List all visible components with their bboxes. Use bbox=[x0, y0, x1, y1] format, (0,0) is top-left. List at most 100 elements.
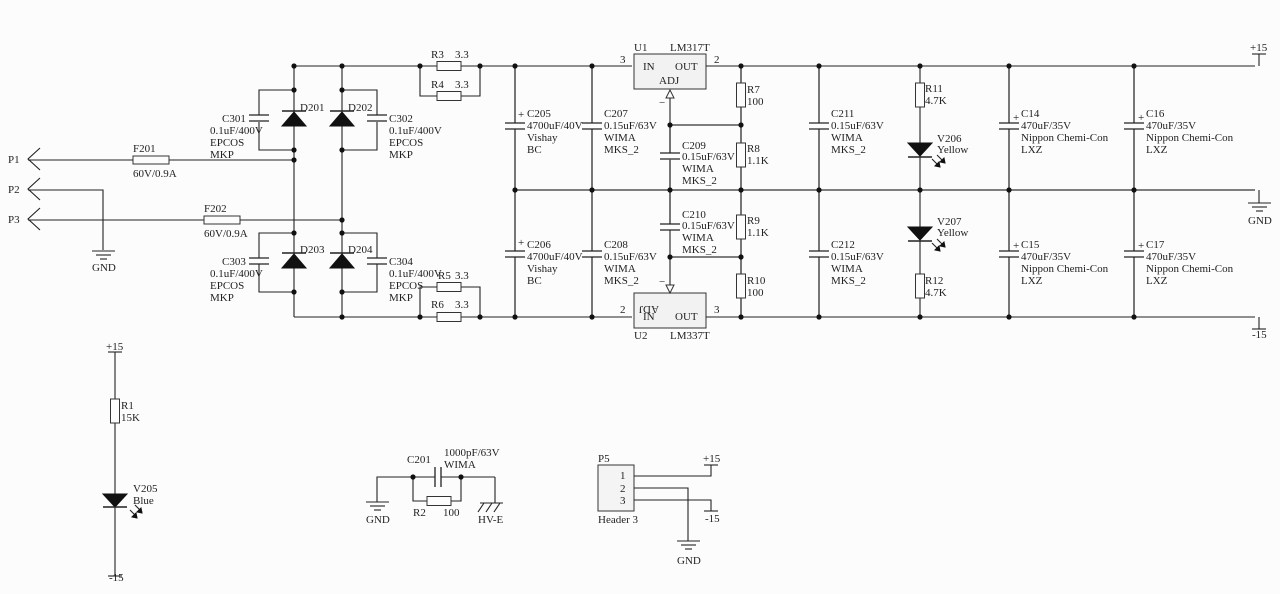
cap-c212-value: 0.15uF/63V bbox=[831, 251, 884, 263]
fuse-f202-value: 60V/0.9A bbox=[204, 228, 248, 240]
cap-c302-type: MKP bbox=[389, 149, 413, 161]
resistor-r10-value: 100 bbox=[747, 287, 764, 299]
cap-c212-ref: C212 bbox=[831, 239, 855, 251]
cap-c205-value: 4700uF/40V bbox=[527, 120, 583, 132]
cap-c17-value: 470uF/35V bbox=[1146, 251, 1196, 263]
cap-c206-type: BC bbox=[527, 275, 542, 287]
rail-gnd-label: GND bbox=[1248, 215, 1272, 227]
resistor-r6-value: 3.3 bbox=[455, 299, 469, 311]
r1-rail-neg-label: -15 bbox=[109, 572, 124, 584]
cap-c301-value: 0.1uF/400V bbox=[210, 125, 263, 137]
cap-c15-ref: C15 bbox=[1021, 239, 1040, 251]
port-p3-label: P3 bbox=[8, 214, 20, 226]
resistor-r3-value: 3.3 bbox=[455, 49, 469, 61]
cap-c207-value: 0.15uF/63V bbox=[604, 120, 657, 132]
u1-part: LM317T bbox=[670, 42, 710, 54]
diode-d201 bbox=[280, 110, 308, 127]
cap-c208-type: MKS_2 bbox=[604, 275, 639, 287]
resistor-r9-ref: R9 bbox=[747, 215, 760, 227]
resistor-r2-ref: R2 bbox=[413, 507, 426, 519]
power-port-pos15 bbox=[1252, 53, 1266, 66]
cap-c16-type: LXZ bbox=[1146, 144, 1168, 156]
resistor-r12 bbox=[915, 273, 925, 299]
resistor-r7-value: 100 bbox=[747, 96, 764, 108]
cap-c205-maker: Vishay bbox=[527, 132, 558, 144]
led-v206 bbox=[906, 142, 946, 168]
polarity-plus: + bbox=[1138, 240, 1144, 252]
cap-c15-type: LXZ bbox=[1021, 275, 1043, 287]
cap-c15-maker: Nippon Chemi-Con bbox=[1021, 263, 1109, 275]
cap-c303-maker: EPCOS bbox=[210, 280, 244, 292]
gnd-symbol-rail bbox=[1248, 190, 1271, 212]
cap-c210-value: 0.15uF/63V bbox=[682, 220, 735, 232]
cap-c301-type: MKP bbox=[210, 149, 234, 161]
port-p1-arrow bbox=[27, 147, 41, 171]
cap-c209-type: MKS_2 bbox=[682, 175, 717, 187]
regulator-u2: IN OUT ADJ bbox=[633, 292, 707, 329]
led-v207-color: Yellow bbox=[937, 227, 968, 239]
cap-c209-value: 0.15uF/63V bbox=[682, 151, 735, 163]
u2-pin-adj: ADJ bbox=[638, 303, 659, 315]
c201-ref: C201 bbox=[407, 454, 431, 466]
cap-c207-type: MKS_2 bbox=[604, 144, 639, 156]
cap-c304-type: MKP bbox=[389, 292, 413, 304]
cap-c208-ref: C208 bbox=[604, 239, 628, 251]
resistor-r5 bbox=[436, 282, 462, 292]
cap-c302-value: 0.1uF/400V bbox=[389, 125, 442, 137]
resistor-r5-ref: R5 bbox=[438, 270, 451, 282]
cap-c303-ref: C303 bbox=[222, 256, 246, 268]
led-v205-ref: V205 bbox=[133, 483, 158, 495]
u2-pin-out: OUT bbox=[675, 311, 698, 323]
resistor-r4-ref: R4 bbox=[431, 79, 444, 91]
junction-dots bbox=[291, 63, 1137, 320]
cap-c303-value: 0.1uF/400V bbox=[210, 268, 263, 280]
led-v205 bbox=[101, 493, 143, 519]
cap-c16-ref: C16 bbox=[1146, 108, 1165, 120]
cap-c14-ref: C14 bbox=[1021, 108, 1040, 120]
header-rail-pos-label: +15 bbox=[703, 453, 721, 465]
diode-d203-label: D203 bbox=[300, 244, 325, 256]
led-v205-color: Blue bbox=[133, 495, 154, 507]
cap-c206-value: 4700uF/40V bbox=[527, 251, 583, 263]
u1-pin-num-out: 2 bbox=[714, 54, 720, 66]
cap-c210-ref: C210 bbox=[682, 209, 706, 221]
hve-label: HV-E bbox=[478, 514, 504, 526]
rail-neg-label: -15 bbox=[1252, 329, 1267, 341]
u2-pin-num-out: 3 bbox=[714, 304, 720, 316]
cap-c206-maker: Vishay bbox=[527, 263, 558, 275]
u2-ref: U2 bbox=[634, 330, 647, 342]
cap-c304-value: 0.1uF/400V bbox=[389, 268, 442, 280]
header-rail-neg-label: -15 bbox=[705, 513, 720, 525]
resistor-r6-ref: R6 bbox=[431, 299, 444, 311]
gnd-symbol-input bbox=[92, 250, 115, 260]
gnd-symbol-c201 bbox=[366, 501, 389, 511]
port-p1-label: P1 bbox=[8, 154, 20, 166]
port-p2-arrow bbox=[27, 177, 41, 201]
resistor-r8-value: 1.1K bbox=[747, 155, 769, 167]
gnd-symbol-header bbox=[677, 540, 700, 550]
u1-pin-out: OUT bbox=[675, 61, 698, 73]
port-p2-label: P2 bbox=[8, 184, 20, 196]
regulator-u1: IN OUT ADJ bbox=[633, 53, 707, 90]
cap-c210-maker: WIMA bbox=[682, 232, 714, 244]
u1-pin-num-in: 3 bbox=[620, 54, 626, 66]
u1-adj-minus: − bbox=[659, 97, 665, 109]
resistor-r8 bbox=[736, 142, 746, 168]
polarity-plus: + bbox=[1013, 240, 1019, 252]
resistor-r5-value: 3.3 bbox=[455, 270, 469, 282]
u1-ref: U1 bbox=[634, 42, 647, 54]
fuse-f201-ref: F201 bbox=[133, 143, 156, 155]
polarity-plus: + bbox=[1138, 112, 1144, 124]
diode-d201-label: D201 bbox=[300, 102, 324, 114]
header-p5-name: Header 3 bbox=[598, 514, 639, 526]
polarity-plus: + bbox=[518, 109, 524, 121]
resistor-r1 bbox=[110, 398, 120, 424]
resistor-r12-ref: R12 bbox=[925, 275, 943, 287]
cap-c211-maker: WIMA bbox=[831, 132, 863, 144]
cap-c211-ref: C211 bbox=[831, 108, 854, 120]
cap-c17-type: LXZ bbox=[1146, 275, 1168, 287]
diode-d203 bbox=[280, 252, 308, 269]
cap-c209-maker: WIMA bbox=[682, 163, 714, 175]
cap-c208-maker: WIMA bbox=[604, 263, 636, 275]
